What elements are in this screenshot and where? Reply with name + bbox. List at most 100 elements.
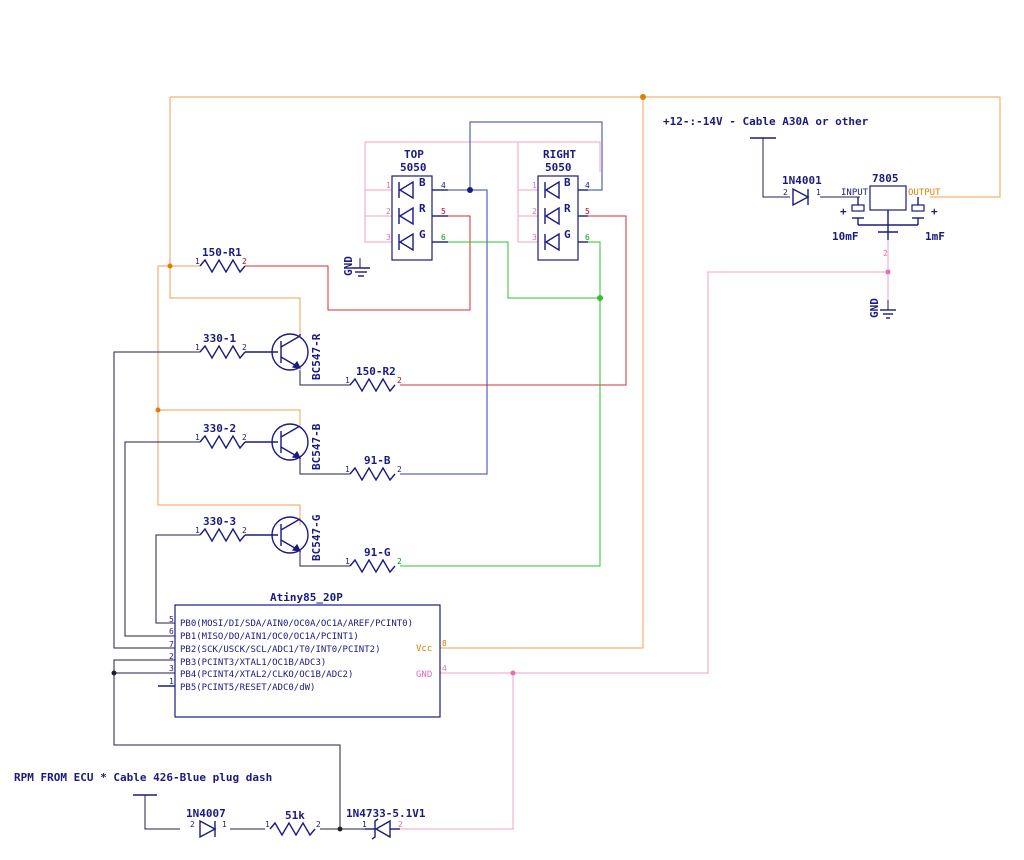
led-top: TOP 5050 B R G 4 5 6 1 2 3: [386, 148, 448, 261]
led-top-pin-4: 4: [441, 181, 446, 190]
resistor-150-r1: 150-R1 1 2: [195, 246, 247, 274]
mcu-pin-number-6: 6: [169, 627, 174, 636]
transistor-bc547-r: BC547-R: [245, 333, 323, 380]
diode-1n4007: 1N4007 2 1: [186, 807, 227, 839]
mcu-pin-number-2: 2: [169, 652, 174, 661]
transistor-bc547-r-label: BC547-R: [310, 333, 323, 380]
zener-1n4733: 1N4733-5.1V1 1 2: [346, 807, 426, 840]
mcu-pin-number-7: 7: [169, 640, 174, 649]
resistor-330-2-pin-1: 1: [195, 433, 200, 442]
cap-out-plus: +: [931, 205, 938, 218]
rpm-label: RPM FROM ECU * Cable 426-Blue plug dash: [14, 771, 272, 784]
diode-1n4001-label: 1N4001: [782, 174, 822, 187]
transistor-bc547-g: BC547-G: [245, 514, 323, 561]
cap-in-plus: +: [840, 205, 847, 218]
regulator-gnd-pin: 2: [883, 249, 888, 258]
regulator-input-label: INPUT: [841, 188, 869, 198]
mcu-attiny85: Atiny85_20P PB0(MOSI/DI/SDA/AIN0/OC0A/OC…: [158, 591, 447, 718]
control-wires: [113, 138, 889, 830]
gnd-label-led: GND: [342, 256, 355, 276]
led-right-pin-4: 4: [585, 181, 590, 190]
diode-1n4001-pin-1: 1: [816, 188, 821, 197]
resistor-330-2-label: 330-2: [203, 422, 236, 435]
diode-1n4001: 1N4001 2 1: [782, 174, 822, 207]
regulator-7805: 7805 INPUT OUTPUT 2 + 10mF + 1mF: [832, 172, 945, 258]
transistor-bc547-g-label: BC547-G: [310, 514, 323, 561]
resistor-150-r1-pin-1: 1: [195, 257, 200, 266]
diode-1n4007-label: 1N4007: [186, 807, 226, 820]
resistor-330-1-label: 330-1: [203, 332, 236, 345]
led-top-ch-g: G: [419, 228, 426, 241]
mcu-pin-pb2: PB2(SCK/USCK/SCL/ADC1/T0/INT0/PCINT2): [180, 645, 380, 655]
diode-1n4007-pin-2: 2: [190, 820, 195, 829]
mcu-gnd-label: GND: [416, 670, 432, 680]
transistor-bc547-b: BC547-B: [245, 423, 323, 470]
led-top-pin-6: 6: [441, 233, 446, 242]
junction-dots: [111, 94, 891, 832]
supply-net-wires: [157, 96, 1001, 649]
led-top-pin-3: 3: [386, 233, 391, 242]
led-top-diodes: [398, 180, 414, 252]
resistor-330-3-label: 330-3: [203, 515, 236, 528]
cap-out-label: 1mF: [925, 230, 945, 243]
led-right-part: 5050: [545, 161, 572, 174]
red-nets: [245, 215, 627, 386]
pink-nets: [364, 141, 889, 830]
resistor-330-3: 330-3 1 2: [195, 515, 247, 543]
led-right: RIGHT 5050 B R G 4 5 6 1 2 3: [532, 148, 590, 261]
zener-1n4733-label: 1N4733-5.1V1: [346, 807, 426, 820]
resistor-150-r1-pin-2: 2: [242, 257, 247, 266]
mcu-gnd-pin: 4: [442, 664, 447, 673]
led-right-pin-5: 5: [585, 207, 590, 216]
gnd-symbol-regulator: GND: [868, 298, 896, 319]
green-nets: [400, 241, 601, 567]
resistor-51k: 51k 1 2: [265, 809, 321, 837]
resistor-150-r2-label: 150-R2: [356, 365, 396, 378]
resistor-330-3-pin-2: 2: [242, 526, 247, 535]
mcu-pin-pb0: PB0(MOSI/DI/SDA/AIN0/OC0A/OC1A/AREF/PCIN…: [180, 619, 413, 629]
resistor-51k-pin-1: 1: [265, 820, 270, 829]
resistor-150-r2-pin-1: 1: [345, 376, 350, 385]
resistor-91-g-pin-2: 2: [397, 557, 402, 566]
resistor-91-g-pin-1: 1: [345, 557, 350, 566]
resistor-51k-label: 51k: [285, 809, 305, 822]
resistor-330-1-pin-1: 1: [195, 343, 200, 352]
mcu-name: Atiny85_20P: [270, 591, 343, 604]
resistor-91-g-label: 91-G: [364, 546, 391, 559]
mcu-vcc-label: Vcc: [416, 644, 432, 654]
resistor-51k-pin-2: 2: [316, 820, 321, 829]
led-right-pin-1: 1: [532, 181, 537, 190]
led-right-ch-b: B: [564, 176, 571, 189]
led-top-name: TOP: [404, 148, 424, 161]
resistor-150-r2: 150-R2 1 2: [345, 365, 402, 393]
led-right-diodes: [544, 180, 560, 252]
zener-1n4733-pin-1: 1: [362, 820, 367, 829]
mcu-vcc-pin: 8: [442, 639, 447, 648]
led-right-pin-2: 2: [532, 207, 537, 216]
resistor-91-b-pin-1: 1: [345, 465, 350, 474]
resistor-330-2: 330-2 1 2: [195, 422, 247, 450]
led-top-part: 5050: [400, 161, 427, 174]
gnd-label-regulator: GND: [868, 298, 881, 318]
led-right-ch-g: G: [564, 228, 571, 241]
zener-1n4733-pin-2: 2: [398, 820, 403, 829]
supply-label: +12-:-14V - Cable A30A or other: [663, 115, 869, 128]
led-top-ch-b: B: [419, 176, 426, 189]
mcu-pin-number-3: 3: [169, 664, 174, 673]
resistor-330-2-pin-2: 2: [242, 433, 247, 442]
gnd-symbol-led: GND: [342, 256, 370, 277]
mcu-pin-number-1: 1: [169, 677, 174, 686]
resistor-91-b-pin-2: 2: [397, 465, 402, 474]
led-right-pin-6: 6: [585, 233, 590, 242]
resistor-330-3-pin-1: 1: [195, 526, 200, 535]
regulator-part: 7805: [872, 172, 899, 185]
led-right-pin-3: 3: [532, 233, 537, 242]
mcu-pin-pb4: PB4(PCINT4/XTAL2/CLKO/OC1B/ADC2): [180, 670, 353, 680]
resistor-91-b-label: 91-B: [364, 454, 391, 467]
diode-1n4001-pin-2: 2: [783, 188, 788, 197]
led-top-pin-2: 2: [386, 207, 391, 216]
mcu-pin-pb3: PB3(PCINT3/XTAL1/OC1B/ADC3): [180, 658, 326, 668]
resistor-150-r1-label: 150-R1: [202, 246, 242, 259]
resistor-150-r2-pin-2: 2: [397, 376, 402, 385]
